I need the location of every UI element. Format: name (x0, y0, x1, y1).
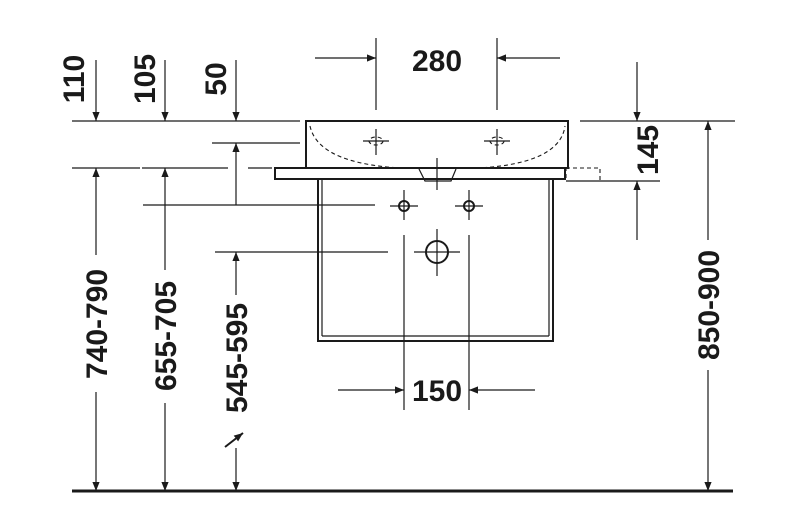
dimension-label: 145 (632, 125, 665, 175)
waste-outlet-icon (414, 229, 460, 276)
dimension-145: 145 (632, 62, 665, 240)
dimension-850-900: 850-900 (693, 121, 726, 491)
tap-hole-right-icon (484, 129, 510, 155)
dimension-110: 110 (58, 55, 100, 121)
dimension-280: 280 (315, 38, 560, 110)
dimension-label: 50 (200, 62, 233, 95)
console-frame (317, 179, 554, 342)
dimension-50: 50 (200, 60, 240, 205)
dimension-label: 740-790 (81, 269, 114, 379)
reference-lines (72, 120, 735, 253)
pointer-arrow-icon (224, 432, 244, 448)
dimension-label: 105 (129, 54, 162, 104)
supply-right-icon (455, 190, 483, 220)
dimension-label: 655-705 (150, 281, 183, 391)
dimension-740-790: 740-790 (81, 168, 114, 491)
dimension-label: 545-595 (221, 303, 254, 413)
console-shelf (274, 167, 601, 182)
dimension-label: 150 (412, 375, 462, 408)
dimension-label: 850-900 (693, 250, 726, 360)
dimension-655-705: 655-705 (150, 205, 183, 491)
supply-left-icon (390, 190, 418, 220)
tap-hole-left-icon (363, 129, 389, 155)
dimension-label: 280 (412, 45, 462, 78)
dimension-150: 150 (338, 235, 535, 410)
dimension-545-595: 545-595 (221, 252, 254, 491)
dimension-label: 110 (58, 55, 91, 103)
dimension-105: 105 (129, 54, 169, 205)
